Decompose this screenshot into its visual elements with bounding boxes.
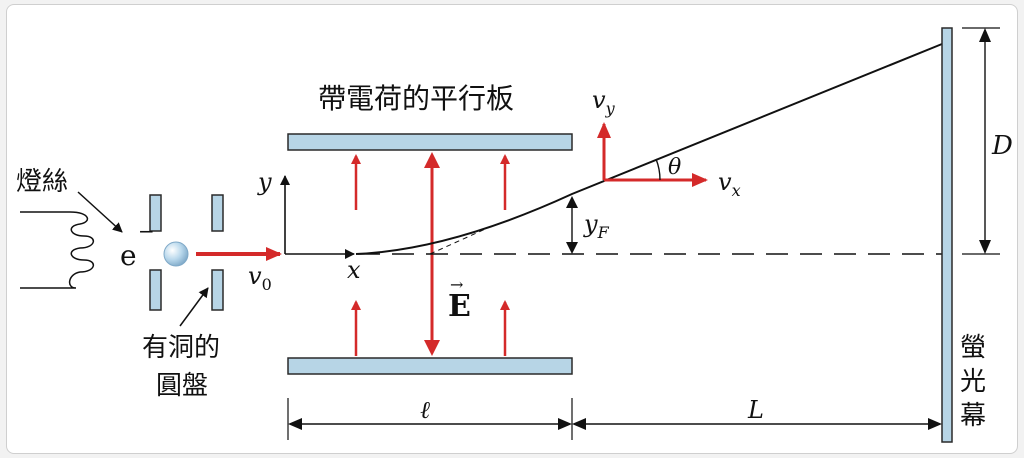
disc-label-line1: 有洞的 (142, 333, 220, 363)
theta-label: θ (668, 155, 681, 180)
figure-frame (6, 4, 1018, 454)
v0-label: v0 (248, 262, 272, 294)
y-axis-label: y (257, 168, 272, 196)
electron (163, 241, 189, 267)
disc-pointer (179, 287, 209, 327)
L-arrow-left (572, 418, 586, 430)
x-axis-label: x (347, 256, 361, 284)
disc-left-bottom (149, 269, 162, 311)
disc-right-bottom (211, 269, 224, 311)
filament-label: 燈絲 (16, 167, 68, 197)
theta-arc (655, 158, 661, 181)
l-label: ℓ (420, 396, 430, 424)
disc-label-line2: 圓盤 (156, 371, 208, 401)
fluorescent-screen (941, 27, 953, 443)
trajectory-extension (429, 225, 493, 255)
field-vector-mark: → (450, 275, 463, 294)
top-plate (287, 133, 573, 151)
electron-charge-sign: − (138, 219, 155, 243)
L-label: L (747, 396, 764, 424)
screen-label-char1: 螢 (960, 333, 986, 363)
field-double-arrow-head-up (424, 152, 440, 168)
yF-label: yF (583, 210, 610, 242)
screen-label-char2: 光 (960, 367, 986, 397)
filament-coil (20, 211, 94, 289)
yF-arrow-bottom (566, 242, 578, 254)
bottom-plate (287, 357, 573, 375)
D-arrow-bottom (979, 240, 991, 254)
l-arrow-left (288, 418, 302, 430)
screen-label-char3: 幕 (960, 401, 986, 431)
plates-title: 帶電荷的平行板 (318, 82, 514, 115)
field-label: E (448, 289, 471, 324)
vx-label: vx (718, 168, 741, 200)
yF-arrow-top (566, 196, 578, 208)
field-double-arrow-head-down (424, 340, 440, 356)
electron-trajectory (355, 43, 943, 255)
D-label: D (991, 131, 1013, 161)
electron-label: e (120, 239, 137, 272)
filament-pointer (77, 191, 123, 233)
l-arrow-right (558, 418, 572, 430)
disc-left-top (149, 194, 162, 232)
vy-label: vy (592, 86, 616, 118)
D-arrow-top (979, 28, 991, 42)
L-arrow-right (928, 418, 942, 430)
disc-right-top (211, 194, 224, 232)
